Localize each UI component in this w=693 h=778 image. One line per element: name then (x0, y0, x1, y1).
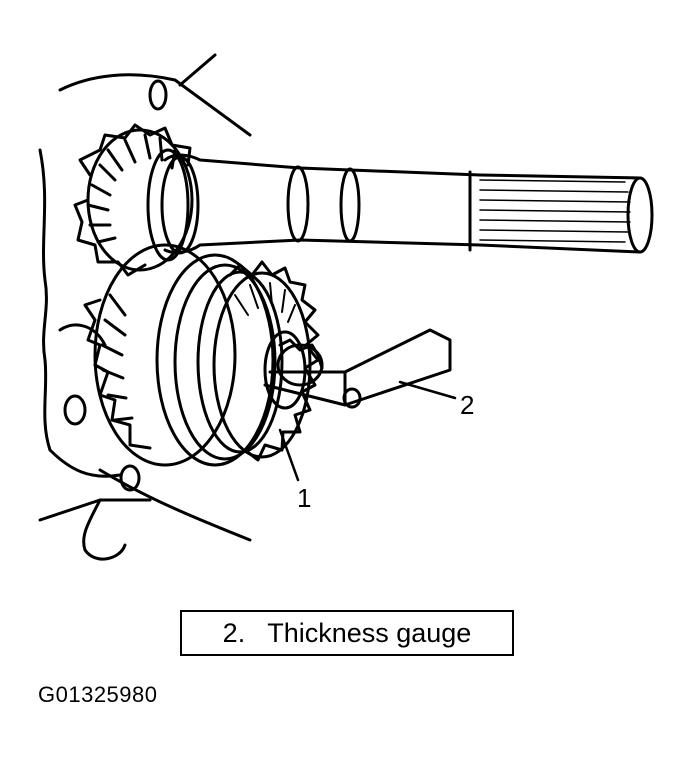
callout-label-1: 1 (297, 483, 312, 513)
figure-code: G01325980 (38, 682, 158, 707)
main-shaft (160, 153, 654, 255)
thickness-gauge (263, 328, 452, 409)
legend-text: Thickness gauge (267, 617, 472, 648)
legend-box: 2. Thickness gauge (180, 610, 514, 656)
gear-shaft-illustration (38, 53, 654, 561)
callout-label-2: 2 (460, 390, 475, 420)
housing-outline (38, 53, 252, 561)
upper-gear (73, 123, 194, 277)
lower-gear-assembly (83, 243, 324, 467)
legend-number: 2. (222, 617, 246, 648)
leader-lines (278, 380, 457, 482)
